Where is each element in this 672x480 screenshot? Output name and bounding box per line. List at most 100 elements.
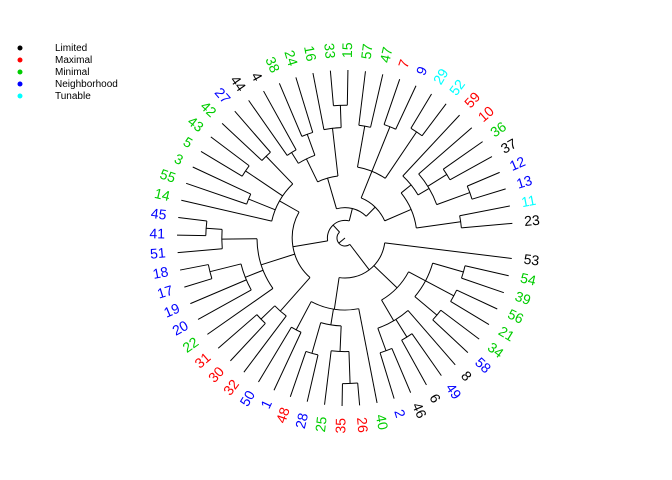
leaf-label: 29 <box>430 65 452 87</box>
branch-stem <box>279 200 300 213</box>
branch-stem <box>248 100 288 156</box>
branch-stem <box>384 131 417 179</box>
branch-stem <box>450 301 490 325</box>
branch-arc <box>459 215 462 228</box>
branch-stem <box>184 278 213 288</box>
leaf-label: 4 <box>248 69 266 84</box>
branch-arc <box>402 175 419 196</box>
branch-arc <box>432 309 442 321</box>
leaf-label: 47 <box>376 45 395 64</box>
legend-label-tunable: Tunable <box>55 91 91 102</box>
leaf-label: 11 <box>520 192 538 211</box>
branch-stem <box>358 308 378 404</box>
branch-arc <box>358 124 371 128</box>
branch-stem <box>306 134 316 156</box>
leaf-label: 8 <box>458 368 475 385</box>
branch-stem <box>200 151 243 177</box>
branch-stem <box>418 127 473 175</box>
legend-label-limited: Limited <box>55 43 87 54</box>
branch-stem <box>391 348 412 393</box>
branch-stem <box>383 78 401 125</box>
legend-item-neighborhood: Neighborhood <box>17 79 118 90</box>
leaf-label: 16 <box>301 44 320 63</box>
branch-stem <box>181 199 272 222</box>
leaf-label: 13 <box>514 172 534 192</box>
branch-stem <box>192 166 251 195</box>
legend-label-maximal: Maximal <box>55 55 92 66</box>
branch-stem <box>279 277 311 312</box>
leaf-label: 56 <box>505 306 526 327</box>
branch-stem <box>459 205 511 217</box>
branch-stem <box>467 171 500 187</box>
branch-stem <box>339 105 342 128</box>
leaf-label: 46 <box>409 400 430 421</box>
leaf-label: 7 <box>395 57 413 70</box>
legend: Limited Maximal Minimal Neighborhood Tun… <box>17 43 118 102</box>
leaf-label: 49 <box>443 380 465 402</box>
leaf-label: 35 <box>332 418 348 434</box>
leaf-label: 25 <box>312 415 330 433</box>
branch-stem <box>206 227 223 230</box>
branch-stem <box>295 301 312 331</box>
branch-stem <box>421 103 447 137</box>
branch-stem <box>243 315 287 373</box>
leaf-label: 20 <box>169 317 191 339</box>
branch-stem <box>346 70 349 106</box>
leaf-label: 45 <box>150 205 168 223</box>
dendrogram-branches <box>177 70 513 406</box>
leaf-label: 24 <box>281 48 301 68</box>
branch-stem <box>306 354 319 402</box>
legend-dot-tunable <box>17 93 23 99</box>
branch-stem <box>265 155 294 185</box>
branch-stem <box>357 126 366 168</box>
branch-root <box>338 237 346 244</box>
branch-stem <box>427 173 448 187</box>
branch-stem <box>177 248 223 254</box>
branch-stem <box>327 177 337 209</box>
branch-stem <box>179 264 209 271</box>
branch-stem <box>436 192 470 206</box>
branch-stem <box>402 114 460 177</box>
legend-dot-limited <box>17 45 23 51</box>
branch-stem <box>432 319 469 353</box>
branch-stem <box>332 128 339 177</box>
branch-stem <box>312 72 325 130</box>
branch-stem <box>221 123 263 161</box>
legend-dot-maximal <box>17 57 23 63</box>
branch-arc <box>401 333 413 341</box>
branch-stem <box>384 242 512 259</box>
leaf-label: 12 <box>507 153 528 174</box>
legend-item-limited: Limited <box>17 43 87 54</box>
branch-stem <box>379 352 395 399</box>
leaf-label: 3 <box>172 150 186 168</box>
branch-stem <box>339 325 342 352</box>
branch-stem <box>210 136 250 167</box>
branch-arc <box>240 263 252 291</box>
legend-item-tunable: Tunable <box>17 91 91 102</box>
branch-stem <box>245 269 264 278</box>
branch-stem <box>417 188 430 196</box>
leaf-label: 51 <box>149 244 166 261</box>
leaf-label: 15 <box>339 42 355 58</box>
branch-stem <box>381 299 395 321</box>
leaf-label: 6 <box>426 391 444 406</box>
leaf-label: 18 <box>151 263 170 282</box>
branch-arc <box>205 220 208 236</box>
legend-dot-minimal <box>17 69 23 75</box>
branch-stem <box>178 217 207 222</box>
branch-arc <box>342 382 358 385</box>
legend-label-minimal: Minimal <box>55 67 89 78</box>
branch-stem <box>234 110 271 153</box>
branch-stem <box>416 221 461 229</box>
branch-stem <box>248 198 276 211</box>
leaf-label: 33 <box>321 42 338 59</box>
branch-stem <box>384 208 412 222</box>
branch-stem <box>217 314 258 349</box>
branch-stem <box>425 280 455 297</box>
branch-stem <box>324 350 332 405</box>
leaf-label: 53 <box>523 251 541 269</box>
branch-stem <box>461 277 505 294</box>
leaf-label: 5 <box>181 133 196 151</box>
branch-stem <box>209 263 242 273</box>
branch-stem <box>370 74 384 128</box>
